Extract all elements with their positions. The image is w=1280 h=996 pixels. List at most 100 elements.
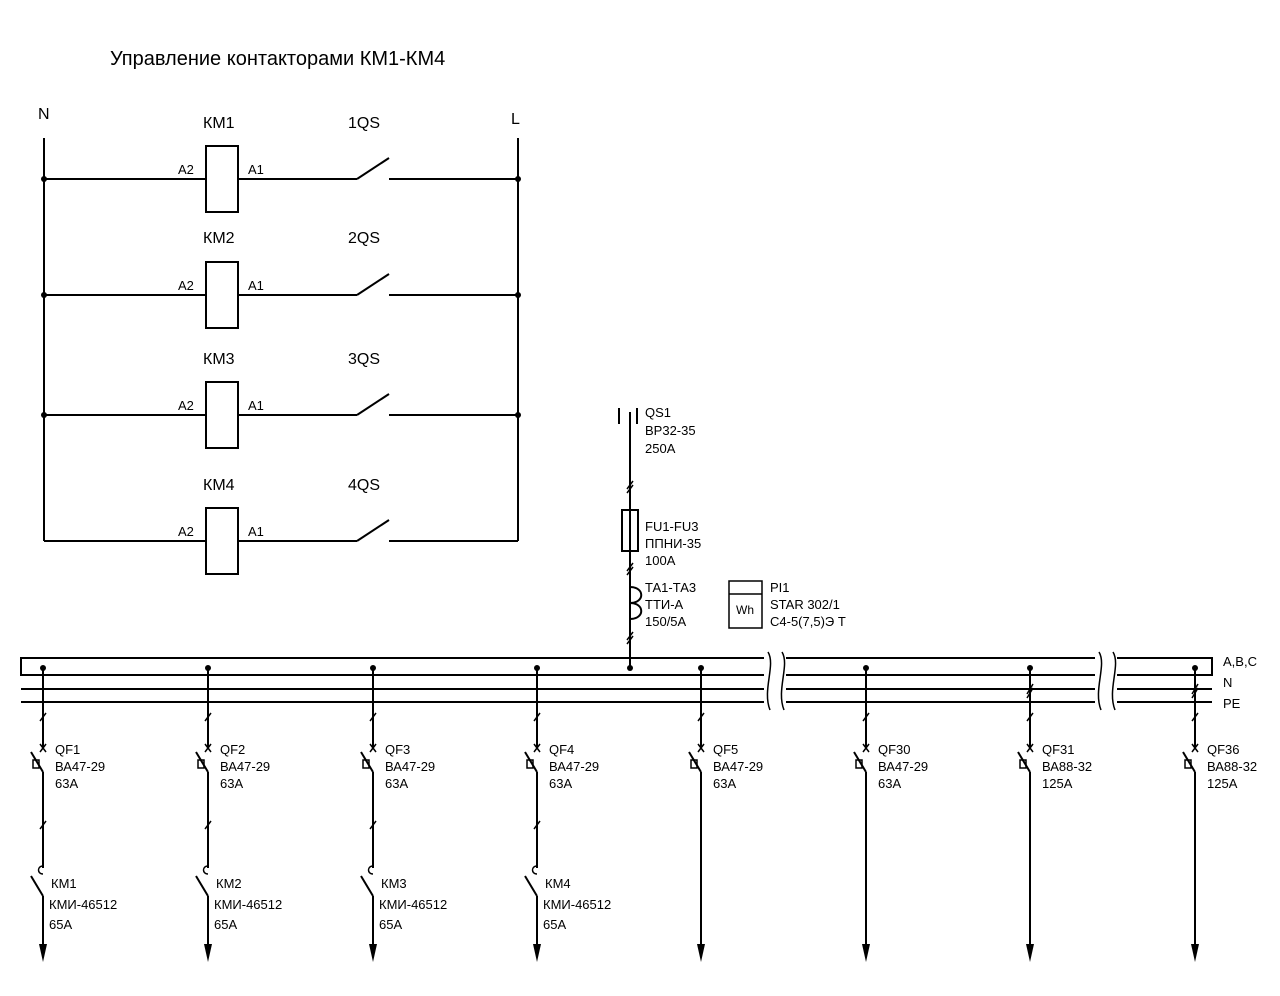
breaker-rating: 63А xyxy=(220,776,243,791)
contactor-type: КМИ-46512 xyxy=(379,897,447,912)
coil-symbol xyxy=(205,381,239,449)
break-mark-1b xyxy=(780,651,786,711)
breaker-blade xyxy=(524,751,538,773)
breaker-cross xyxy=(39,743,47,753)
wire-mark xyxy=(533,820,541,830)
qs1-type: ВР32-35 xyxy=(645,423,696,438)
wire-mark xyxy=(1026,712,1034,722)
wire-mark xyxy=(1191,683,1199,695)
switch-label: 4QS xyxy=(348,477,380,494)
contactor-rating: 65А xyxy=(543,917,566,932)
breaker-release xyxy=(1019,759,1027,769)
breaker-ref: QF1 xyxy=(55,742,80,757)
busbar-break-1 xyxy=(764,652,786,710)
coil-terminal-a1: A1 xyxy=(248,398,264,413)
fu-ref: FU1-FU3 xyxy=(645,519,698,534)
coil-terminal-a1: A1 xyxy=(248,278,264,293)
outgoing-arrow xyxy=(862,944,870,962)
outgoing-arrow xyxy=(1191,944,1199,962)
wire-mark xyxy=(626,566,634,576)
input-wire-marks xyxy=(626,480,634,645)
breaker-cross xyxy=(1026,743,1034,753)
breaker-release xyxy=(362,759,370,769)
breaker-release xyxy=(197,759,205,769)
coil-terminal-a2: A2 xyxy=(178,162,194,177)
coil-terminal-a1: A1 xyxy=(248,162,264,177)
breaker-type: ВА88-32 xyxy=(1207,759,1257,774)
contactor-contact xyxy=(37,865,44,875)
phase-bus-label: A,B,C xyxy=(1223,654,1257,669)
breaker-rating: 125А xyxy=(1207,776,1238,791)
coil-terminal-a2: A2 xyxy=(178,398,194,413)
line-junction xyxy=(515,292,521,298)
breaker-type: ВА88-32 xyxy=(1042,759,1092,774)
switch-blade xyxy=(356,273,390,296)
switch-label: 2QS xyxy=(348,230,380,247)
feeder-lines: QF1ВА47-2963АКМ1КМИ-4651265АQF2ВА47-2963… xyxy=(30,665,1257,962)
breaker-ref: QF30 xyxy=(878,742,911,757)
contactor-ref: КМ3 xyxy=(381,876,407,891)
coil-label: КМ1 xyxy=(203,115,235,132)
breaker-blade xyxy=(30,751,44,773)
breaker-release xyxy=(32,759,40,769)
breaker-release xyxy=(855,759,863,769)
contactor-blade xyxy=(195,875,209,897)
breaker-ref: QF36 xyxy=(1207,742,1240,757)
wire-mark xyxy=(1191,712,1199,722)
switch-blade xyxy=(356,393,390,416)
qs1-rating: 250А xyxy=(645,441,676,456)
pi-ref: PI1 xyxy=(770,580,790,595)
breaker-blade xyxy=(195,751,209,773)
break-mark-2a xyxy=(1097,651,1103,711)
busbar: A,B,C N PE xyxy=(20,651,1257,711)
outgoing-arrow xyxy=(39,944,47,962)
breaker-rating: 63А xyxy=(385,776,408,791)
breaker-cross xyxy=(697,743,705,753)
break-mark-1a xyxy=(766,651,772,711)
breaker-cross xyxy=(369,743,377,753)
ta-rating: 150/5А xyxy=(645,614,687,629)
coil-label: КМ3 xyxy=(203,351,235,368)
wire-mark xyxy=(369,712,377,722)
coil-terminal-a1: A1 xyxy=(248,524,264,539)
pi-class: С4-5(7,5)Э Т xyxy=(770,614,846,629)
coil-symbol xyxy=(205,507,239,575)
switch-blade xyxy=(356,157,390,180)
wire-mark xyxy=(626,635,634,645)
wire-mark xyxy=(1026,683,1034,695)
coil-terminal-a2: A2 xyxy=(178,524,194,539)
outgoing-arrow xyxy=(1026,944,1034,962)
line-junction xyxy=(515,176,521,182)
contactor-blade xyxy=(30,875,44,897)
outgoing-arrow xyxy=(369,944,377,962)
neutral-label: N xyxy=(38,106,50,123)
breaker-release xyxy=(690,759,698,769)
breaker-type: ВА47-29 xyxy=(55,759,105,774)
breaker-blade xyxy=(360,751,374,773)
breaker-release xyxy=(526,759,534,769)
control-circuit: N L xyxy=(38,106,520,541)
contactor-type: КМИ-46512 xyxy=(49,897,117,912)
outgoing-arrow xyxy=(204,944,212,962)
fu-type: ППНИ-35 xyxy=(645,536,701,551)
wire-mark xyxy=(626,631,634,641)
fu-rating: 100А xyxy=(645,553,676,568)
switch-label: 3QS xyxy=(348,351,380,368)
contactor-blade xyxy=(524,875,538,897)
breaker-type: ВА47-29 xyxy=(385,759,435,774)
line-label: L xyxy=(511,111,520,128)
wire-mark xyxy=(862,712,870,722)
contactor-blade xyxy=(360,875,374,897)
coil-terminal-a2: A2 xyxy=(178,278,194,293)
neutral-bus-label: N xyxy=(1223,675,1232,690)
